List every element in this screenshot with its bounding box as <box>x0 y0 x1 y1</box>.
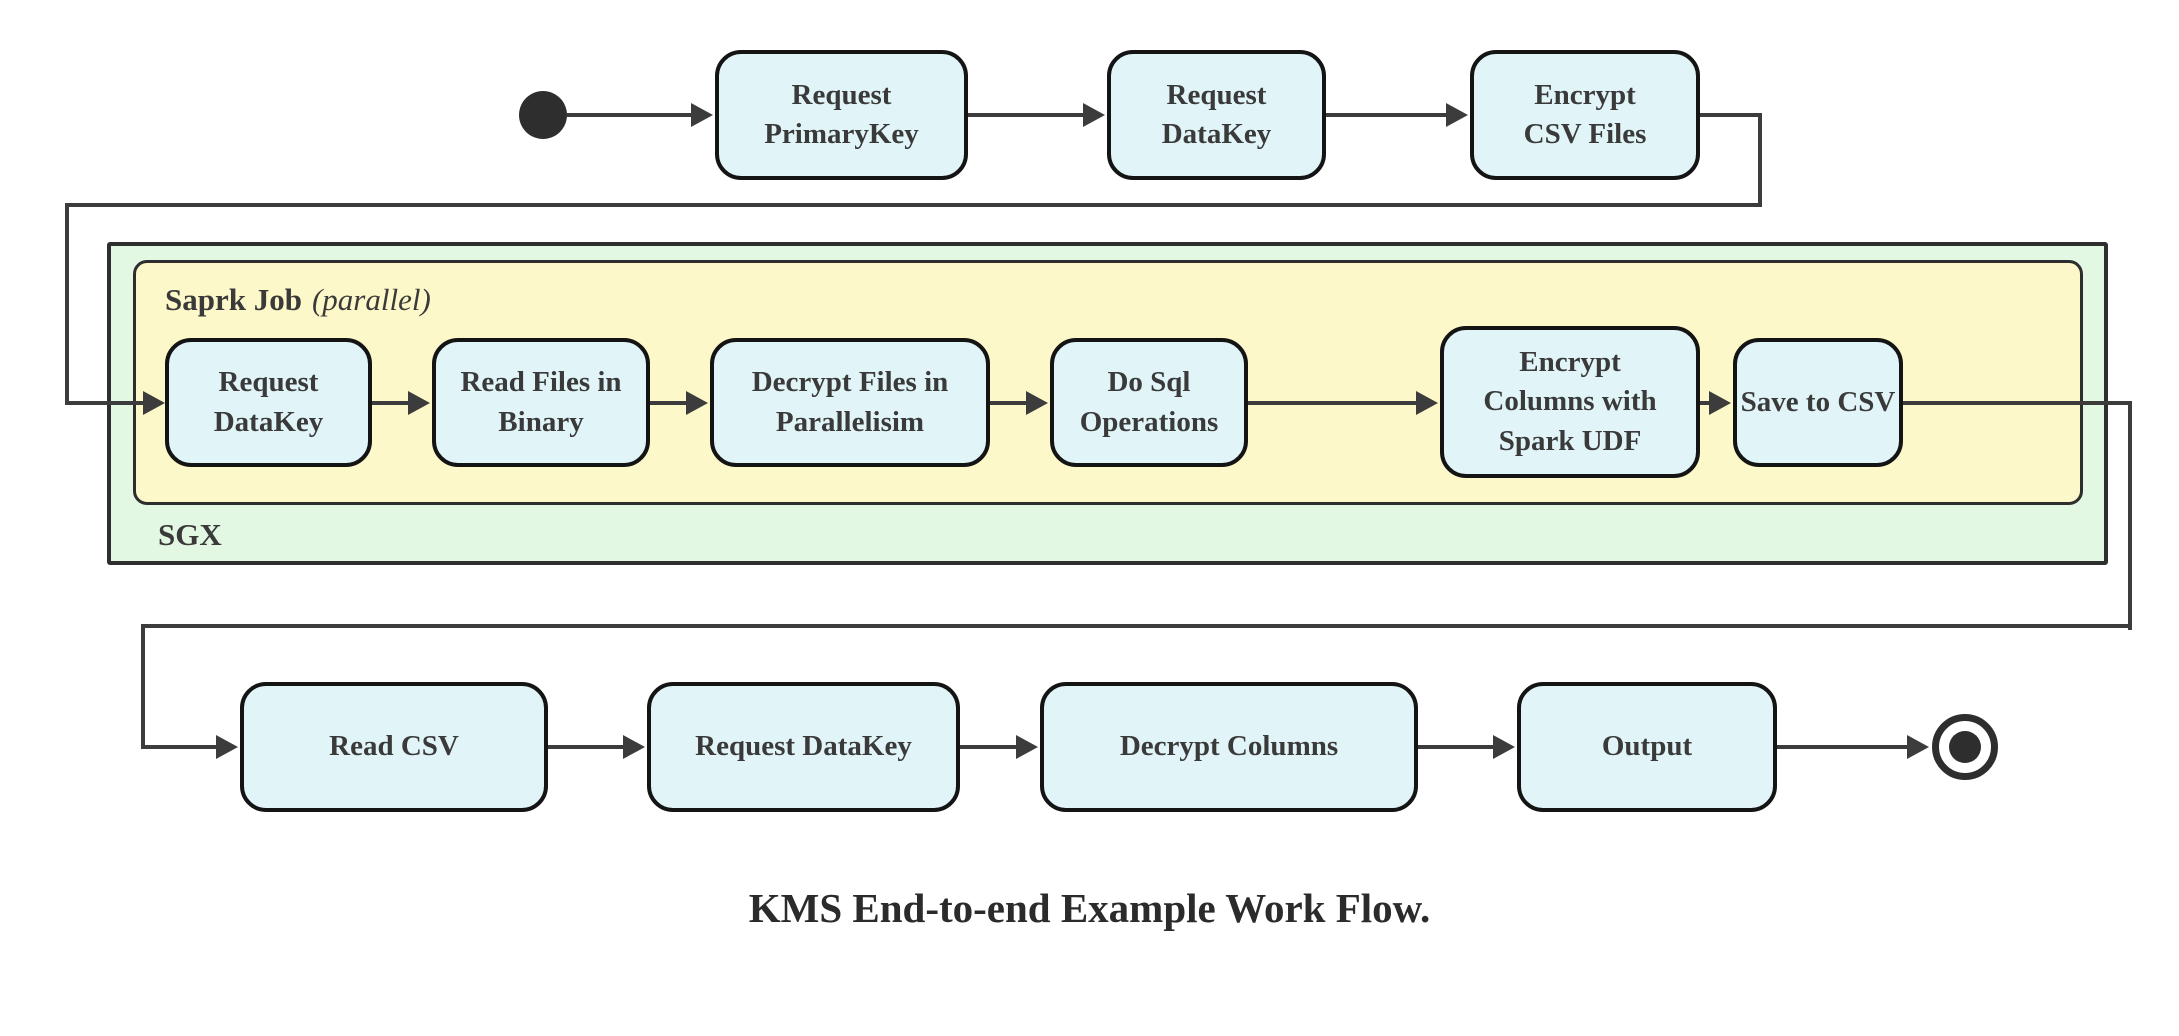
edge-line <box>968 113 1085 117</box>
spark-job-label-text: Saprk Job <box>165 282 302 317</box>
edge-arrowhead <box>1026 391 1048 415</box>
edge-arrowhead <box>1016 735 1038 759</box>
edge-line <box>141 745 225 749</box>
edge-arrowhead <box>1416 391 1438 415</box>
edge-line <box>141 624 2132 628</box>
edge-line <box>548 745 625 749</box>
edge-line <box>1903 401 2132 405</box>
node-read-csv: Read CSV <box>240 682 548 812</box>
edge-arrowhead <box>1907 735 1929 759</box>
edge-line <box>990 401 1028 405</box>
edge-arrowhead <box>623 735 645 759</box>
edge-line <box>1758 113 1762 207</box>
edge-line <box>960 745 1018 749</box>
spark-job-label: Saprk Job (parallel) <box>165 282 431 318</box>
edge-arrowhead <box>691 103 713 127</box>
edge-line <box>372 401 410 405</box>
edge-line <box>141 626 145 749</box>
edge-line <box>1700 401 1713 405</box>
node-request-primarykey: Request PrimaryKey <box>715 50 968 180</box>
node-request-datakey-top: Request DataKey <box>1107 50 1326 180</box>
node-decrypt-files-in-parallelisim: Decrypt Files in Parallelisim <box>710 338 990 467</box>
edge-line <box>567 113 693 117</box>
edge-line <box>65 401 149 405</box>
node-read-files-in-binary: Read Files in Binary <box>432 338 650 467</box>
edge-arrowhead <box>143 391 165 415</box>
edge-line <box>1777 745 1909 749</box>
sgx-label: SGX <box>158 517 222 552</box>
edge-line <box>65 203 69 405</box>
edge-arrowhead <box>1446 103 1468 127</box>
edge-arrowhead <box>216 735 238 759</box>
node-request-datakey-bottom: Request DataKey <box>647 682 960 812</box>
edge-line <box>1248 401 1418 405</box>
final-state-inner-dot <box>1949 731 1981 763</box>
node-request-datakey-sgx: Request DataKey <box>165 338 372 467</box>
edge-arrowhead <box>1083 103 1105 127</box>
spark-job-qualifier: (parallel) <box>311 282 431 317</box>
node-output: Output <box>1517 682 1777 812</box>
node-encrypt-csv-files: Encrypt CSV Files <box>1470 50 1700 180</box>
edge-line <box>650 401 688 405</box>
edge-arrowhead <box>1493 735 1515 759</box>
edge-line <box>2128 401 2132 630</box>
node-decrypt-columns: Decrypt Columns <box>1040 682 1418 812</box>
edge-arrowhead <box>408 391 430 415</box>
edge-line <box>65 203 1762 207</box>
edge-arrowhead <box>686 391 708 415</box>
node-save-to-csv: Save to CSV <box>1733 338 1903 467</box>
diagram-title: KMS End-to-end Example Work Flow. <box>748 885 1431 931</box>
edge-line <box>1326 113 1448 117</box>
initial-state-icon <box>519 91 567 139</box>
node-do-sql-operations: Do Sql Operations <box>1050 338 1248 467</box>
edge-arrowhead <box>1709 391 1731 415</box>
edge-line <box>1700 113 1760 117</box>
edge-line <box>1418 745 1495 749</box>
node-encrypt-columns-with-spark-udf: Encrypt Columns with Spark UDF <box>1440 326 1700 478</box>
